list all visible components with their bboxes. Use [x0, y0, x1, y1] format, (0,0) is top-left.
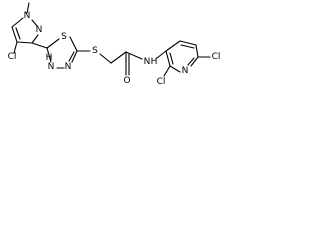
- thiadiazole-s-label: S: [61, 32, 67, 42]
- bond-s1-c5: [69, 36, 78, 52]
- bond-co-nh: [125, 51, 143, 60]
- pyrazole-n1-label: N: [24, 11, 31, 21]
- bond-n2-c3: [31, 34, 39, 44]
- chemical-structure: N N Cl S H N N S O N H N Cl Cl: [8, 2, 221, 87]
- bond-c2-cl: [163, 65, 171, 77]
- bond-methyl-n1: [26, 2, 30, 14]
- thiadiazole-nh-h-label: H: [46, 53, 53, 63]
- bond-c5-n1: [11, 17, 24, 28]
- pyridine-cl-top-label: Cl: [212, 52, 221, 62]
- bond-n1-n2: [31, 19, 38, 27]
- pyrazole-cl-label: Cl: [8, 52, 17, 62]
- bond-c4-c5: [11, 26, 18, 43]
- bond-c2-s1: [46, 38, 60, 49]
- bond-c5-n4-double: [68, 51, 75, 62]
- bond-c4-cl: [13, 41, 18, 54]
- pyridine-n-label: N: [182, 66, 189, 76]
- amide-n-label: N: [144, 57, 151, 67]
- bond-n1-c2: [169, 65, 181, 73]
- bond-c2-c3: [165, 50, 171, 67]
- pyridine-cl-bottom-label: Cl: [157, 77, 166, 87]
- bond-c4-c5-double: [15, 27, 21, 40]
- bond-c6-n1: [190, 56, 199, 67]
- thiadiazole-n-label: N: [65, 62, 72, 72]
- bond-c5-n4: [71, 50, 78, 63]
- thiadiazole-nh-label: N: [48, 62, 55, 72]
- thioether-s-label: S: [92, 46, 98, 56]
- bond-c4-c5: [179, 40, 197, 46]
- bond-c2-c3-double: [169, 52, 174, 65]
- thiadiazole-ring: [46, 36, 91, 69]
- amide-h-label: H: [151, 57, 158, 67]
- pyridine-ring: [163, 40, 211, 77]
- carbonyl-o-label: O: [123, 76, 130, 86]
- bond-c5-c6: [195, 44, 199, 58]
- bond-c6-n1-double: [187, 57, 195, 66]
- bond-n3-c2: [46, 47, 52, 63]
- bond-ch2-co: [110, 51, 127, 64]
- bond-pyrazole-thiadiazole: [31, 42, 48, 49]
- bond-c3-c4: [16, 41, 33, 44]
- bond-nh-pyridine: [156, 50, 167, 59]
- bond-c3-c4: [165, 40, 181, 52]
- pyrazole-n2-label: N: [36, 25, 43, 35]
- pyrazole-ring: [11, 2, 48, 54]
- bond-c4-c5-double: [180, 44, 195, 49]
- linker: [99, 50, 167, 76]
- bond-s-ch2: [99, 53, 112, 64]
